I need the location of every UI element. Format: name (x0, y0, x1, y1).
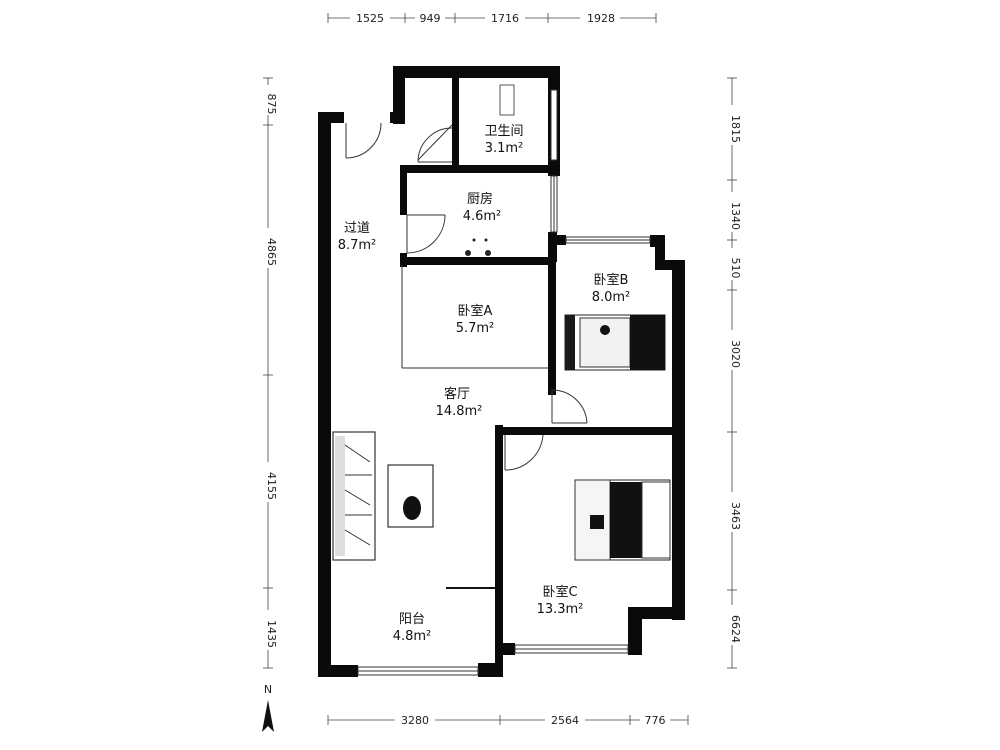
room-balcony-area: 4.8m² (393, 629, 432, 644)
dim-right-5: 3463 (729, 502, 742, 530)
room-bathroom-area: 3.1m² (485, 141, 524, 156)
dim-right-2: 1340 (729, 202, 742, 230)
stove-icon (465, 250, 471, 256)
dim-bottom-1: 3280 (401, 714, 429, 727)
dim-top-3: 1716 (491, 12, 519, 25)
room-bedroom-a-name: 卧室A (458, 303, 493, 319)
right-dimensions: 1815 1340 510 3020 3463 6624 (724, 77, 742, 669)
bed-b-icon (564, 314, 666, 371)
left-dimensions: 875 4865 4155 1435 (260, 77, 278, 669)
room-bedroom-c-area: 13.3m² (537, 602, 584, 617)
room-bedroom-b-name: 卧室B (594, 272, 629, 288)
windows (357, 89, 651, 676)
room-living-name: 客厅 (444, 386, 470, 402)
walls (318, 66, 685, 677)
doors (345, 122, 588, 589)
dim-right-1: 1815 (729, 115, 742, 143)
dim-right-3: 510 (729, 258, 742, 279)
room-balcony-name: 阳台 (399, 612, 425, 627)
dim-right-6: 6624 (729, 615, 742, 643)
room-corridor-name: 过道 (344, 221, 370, 236)
dim-right-4: 3020 (729, 340, 742, 368)
room-living-area: 14.8m² (436, 404, 483, 419)
furniture (332, 84, 671, 561)
bed-c-icon (574, 479, 671, 561)
dim-bottom-3: 776 (645, 714, 666, 727)
compass: N (262, 683, 274, 732)
dim-top-1: 1525 (356, 12, 384, 25)
room-bedroom-c-name: 卧室C (542, 584, 577, 600)
dim-left-1: 875 (265, 94, 278, 115)
coffee-table-icon (387, 464, 434, 528)
top-dimensions: 1525 949 1716 1928 (327, 10, 657, 26)
compass-north-label: N (264, 683, 272, 696)
room-bedroom-a-area: 5.7m² (456, 321, 495, 336)
dim-top-2: 949 (420, 12, 441, 25)
dim-left-2: 4865 (265, 238, 278, 266)
room-bathroom-name: 卫生间 (484, 124, 523, 139)
room-corridor-area: 8.7m² (338, 238, 377, 253)
bottom-dimensions: 3280 2564 776 (327, 712, 689, 728)
dim-bottom-2: 2564 (551, 714, 579, 727)
room-kitchen-name: 厨房 (467, 191, 493, 207)
room-kitchen-area: 4.6m² (463, 209, 502, 224)
north-arrow-icon (262, 700, 274, 732)
room-bedroom-b-area: 8.0m² (592, 290, 631, 305)
dim-top-4: 1928 (587, 12, 615, 25)
room-labels: 卫生间 3.1m² 厨房 4.6m² 过道 8.7m² 卧室A 5.7m² 卧室… (338, 124, 631, 644)
toilet-icon (499, 84, 515, 116)
sofa-icon (332, 431, 376, 561)
dim-left-4: 1435 (265, 620, 278, 648)
dim-left-3: 4155 (265, 472, 278, 500)
